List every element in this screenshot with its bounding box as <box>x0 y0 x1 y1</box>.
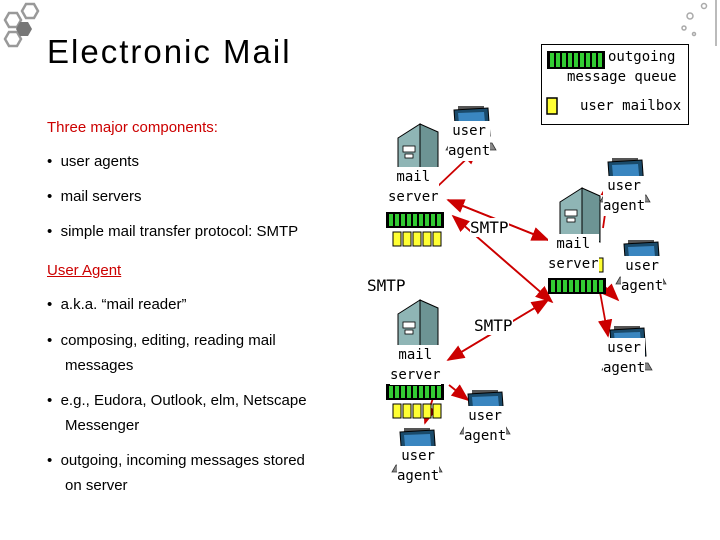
component-item: • user agents <box>47 153 139 170</box>
outgoing-queue-icon <box>547 51 605 69</box>
smtp-label: SMTP <box>474 316 513 335</box>
page-title: Electronic Mail <box>47 33 292 70</box>
smtp-label: SMTP <box>470 218 509 237</box>
component-item: • simple mail transfer protocol: SMTP <box>47 223 299 240</box>
component-label: simple mail transfer protocol: SMTP <box>60 223 299 240</box>
user-mailbox-icon <box>546 97 558 115</box>
mailbox-icon <box>392 231 442 247</box>
bullet-item: • e.g., Eudora, Outlook, elm, Netscape <box>47 392 307 409</box>
legend-queue-label: message queue <box>567 69 677 85</box>
mailbox-icon <box>392 403 442 419</box>
component-label: user agents <box>60 153 139 170</box>
bullet-item: • a.k.a. “mail reader” <box>47 296 187 313</box>
bullet-text-continued: messages <box>65 357 134 374</box>
corner-decoration-icon <box>681 0 717 46</box>
legend-mailbox-label: user mailbox <box>580 98 682 114</box>
bullet-text: composing, editing, reading mail <box>60 332 276 349</box>
message-queue-icon <box>386 212 444 228</box>
message-queue-icon <box>548 278 606 294</box>
bullet-text: e.g., Eudora, Outlook, elm, Netscape <box>60 392 307 409</box>
component-label: mail servers <box>60 188 142 205</box>
component-item: • mail servers <box>47 188 142 205</box>
message-queue-icon <box>386 384 444 400</box>
bullet-text-continued: on server <box>65 477 128 494</box>
hexagon-logo-icon <box>3 2 40 48</box>
bullet-item: • outgoing, incoming messages stored <box>47 452 305 469</box>
legend-queue-label: outgoing <box>608 49 676 65</box>
smtp-label: SMTP <box>367 276 406 295</box>
bullet-item: • composing, editing, reading mail <box>47 332 276 349</box>
intro-heading: Three major components: <box>47 119 218 136</box>
section-heading-user-agent: User Agent <box>47 262 122 279</box>
bullet-text: a.k.a. “mail reader” <box>60 296 187 313</box>
bullet-text: outgoing, incoming messages stored <box>60 452 305 469</box>
bullet-text-continued: Messenger <box>65 417 140 434</box>
